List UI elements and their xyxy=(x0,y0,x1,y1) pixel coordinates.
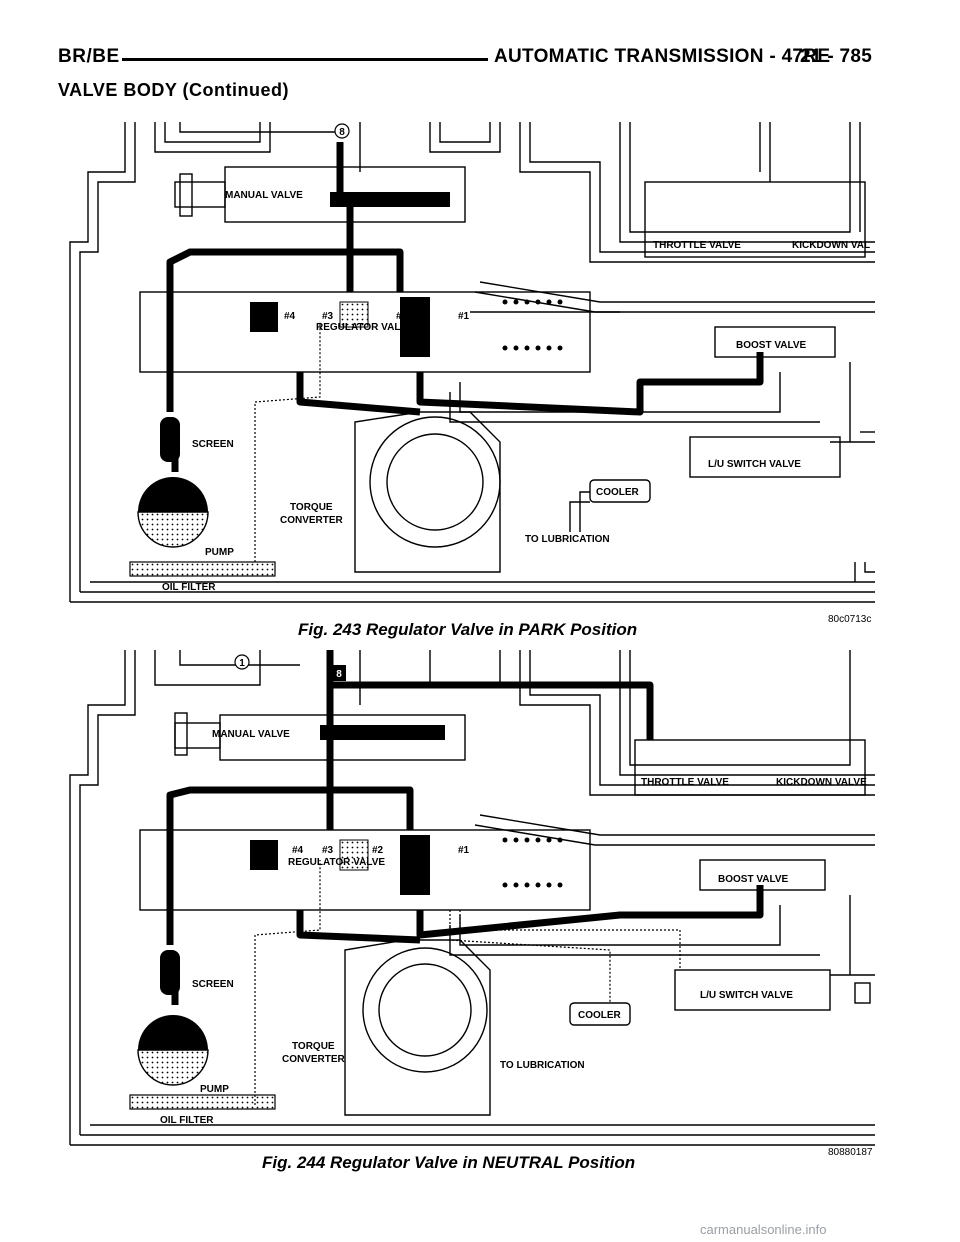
land-2-label: #2 xyxy=(372,845,384,856)
regulator-valve-label: REGULATOR VALVE xyxy=(288,857,385,868)
land-2-label: #2 xyxy=(396,311,408,322)
throttle-valve-label: THROTTLE VALVE xyxy=(653,240,741,251)
converter-label: CONVERTER xyxy=(280,515,344,526)
watermark: carmanualsonline.info xyxy=(700,1222,827,1237)
oil-filter-label: OIL FILTER xyxy=(162,582,216,593)
manual-valve-spool xyxy=(330,192,450,207)
header-title: AUTOMATIC TRANSMISSION - 47RE xyxy=(494,46,831,67)
to-lubrication-label: TO LUBRICATION xyxy=(525,534,610,545)
boost-valve-label: BOOST VALVE xyxy=(736,340,807,351)
lu-switch-valve-label: L/U SWITCH VALVE xyxy=(700,990,793,1001)
figure-243-diagram: 8 MANUAL VALVE THROTTLE VALVE KICKDOWN V… xyxy=(69,122,875,603)
land-1-label: #1 xyxy=(458,845,470,856)
torque-label: TORQUE xyxy=(290,502,333,513)
figure-243-code: 80c0713c xyxy=(828,614,872,625)
land-3-label: #3 xyxy=(322,845,334,856)
section-title: VALVE BODY (Continued) xyxy=(58,80,289,100)
land-4-label: #4 xyxy=(292,845,304,856)
header-rule xyxy=(122,58,488,61)
manual-valve-label: MANUAL VALVE xyxy=(212,729,290,740)
cooler-label: COOLER xyxy=(596,487,640,498)
cooler-label: COOLER xyxy=(578,1010,622,1021)
manual-valve-label: MANUAL VALVE xyxy=(225,190,303,201)
box-8-label: 8 xyxy=(336,669,342,680)
throttle-valve-label: THROTTLE VALVE xyxy=(641,777,729,788)
manual-valve-spool xyxy=(320,725,445,740)
pump-label: PUMP xyxy=(200,1084,229,1095)
to-lubrication-label: TO LUBRICATION xyxy=(500,1060,585,1071)
figure-244-code: 80880187 xyxy=(828,1147,873,1158)
screen-label: SCREEN xyxy=(192,439,234,450)
boost-valve-label: BOOST VALVE xyxy=(718,874,789,885)
circle-8-label: 8 xyxy=(339,127,345,138)
land-3-label: #3 xyxy=(322,311,334,322)
circle-1-label: 1 xyxy=(239,658,245,669)
figure-244-diagram: 8 1 MANUAL VALVE THROTTLE VALVE KICKDOWN… xyxy=(69,650,875,1146)
regulator-valve-label: REGULATOR VALVE xyxy=(316,322,413,333)
torque-label: TORQUE xyxy=(292,1041,335,1052)
kickdown-valve-label: KICKDOWN VALVE xyxy=(776,777,867,788)
converter-label: CONVERTER xyxy=(282,1054,346,1065)
screen-label: SCREEN xyxy=(192,979,234,990)
oil-filter-label: OIL FILTER xyxy=(160,1115,214,1126)
kickdown-valve-label: KICKDOWN VAL xyxy=(792,240,870,251)
land-4-label: #4 xyxy=(284,311,296,322)
figure-244-caption: Fig. 244 Regulator Valve in NEUTRAL Posi… xyxy=(262,1153,636,1172)
lu-switch-valve-label: L/U SWITCH VALVE xyxy=(708,459,801,470)
land-1-label: #1 xyxy=(458,311,470,322)
pump-label: PUMP xyxy=(205,547,234,558)
header-left: BR/BE xyxy=(58,46,120,67)
figure-243-caption: Fig. 243 Regulator Valve in PARK Positio… xyxy=(298,620,638,639)
header-page-number: 21 - 785 xyxy=(800,46,873,67)
